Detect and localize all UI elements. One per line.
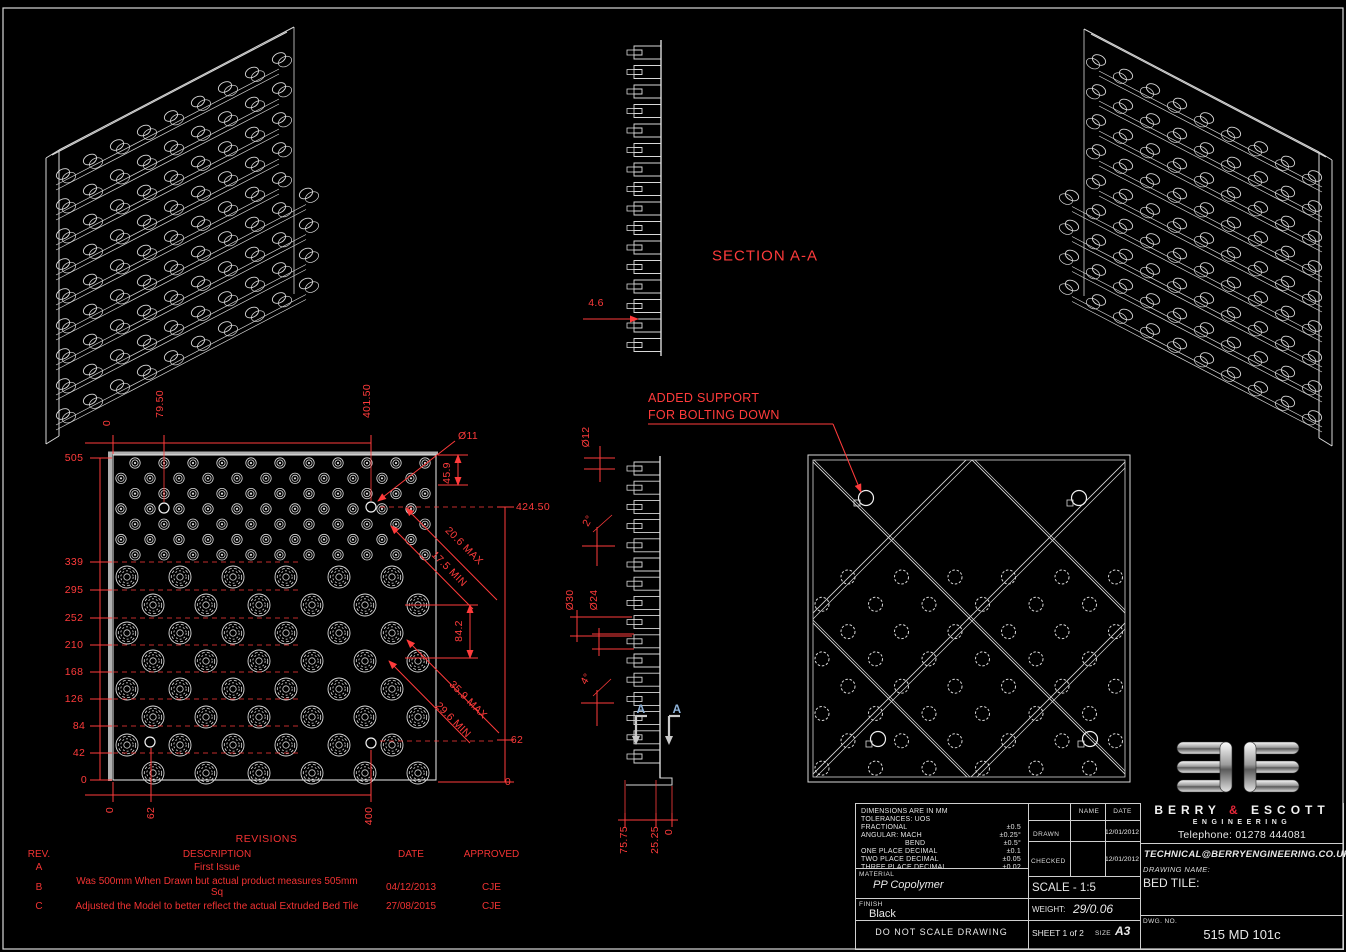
dwg-no-value: 515 MD 101c: [1203, 927, 1281, 942]
date-column-header: DATE: [1113, 808, 1132, 815]
tolerance-text: ±0.5: [1006, 824, 1021, 831]
revision-cell: A: [35, 862, 43, 873]
title-block-border: [1140, 803, 1141, 950]
title-block-border: [1105, 803, 1106, 876]
drawn-label: DRAWN: [1033, 831, 1060, 838]
company-block: BERRY & ESCOTT ENGINEERING Telephone: 01…: [1140, 803, 1344, 841]
weight-label: WEIGHT:: [1032, 905, 1066, 914]
title-block-border: [855, 949, 1344, 950]
company-subtitle: ENGINEERING: [1192, 819, 1292, 826]
tolerance-row: ANGULAR: MACH ±0.25°: [861, 832, 1021, 840]
drawing-name-label: DRAWING NAME:: [1143, 865, 1211, 874]
front-view: [108, 451, 438, 785]
company-email: TECHNICAL@BERRYENGINEERING.CO.UK: [1144, 849, 1346, 860]
tolerance-text: ±0.5°: [1003, 840, 1021, 847]
checked-date: 12/01/2012: [1105, 856, 1140, 863]
finish-label: FINISH: [859, 901, 883, 908]
revision-cell: 27/08/2015: [385, 901, 437, 912]
tolerance-text: ±0.02: [1003, 864, 1021, 872]
tolerance-row: FRACTIONAL ±0.5: [861, 824, 1021, 832]
dimension-lines: [85, 315, 862, 827]
title-block-border: [1070, 803, 1071, 876]
tolerance-row: TWO PLACE DECIMAL ±0.05: [861, 856, 1021, 864]
revision-row: C Adjusted the Model to better reflect th…: [8, 901, 525, 912]
title-block-border: [855, 920, 1140, 921]
title-block-border: [1343, 803, 1344, 950]
tolerance-row: ONE PLACE DECIMAL ±0.1: [861, 848, 1021, 856]
title-block-border: [855, 803, 1140, 804]
company-logo: [1176, 741, 1300, 793]
company-name-right: ESCOTT: [1251, 803, 1330, 817]
tolerance-row: BEND ±0.5°: [861, 840, 1021, 848]
title-block-border: [855, 868, 1028, 869]
size-label: SIZE: [1095, 930, 1112, 937]
dims-note: DIMENSIONS ARE IN MM: [861, 808, 948, 815]
revision-cell: CJE: [482, 901, 501, 912]
material-label: MATERIAL: [859, 871, 895, 878]
tolerance-text: ±0.25°: [999, 832, 1021, 839]
tolerance-text: FRACTIONAL: [861, 824, 908, 831]
revision-table: REVISIONS REV. DESCRIPTION DATE APPROVED A Fi…: [8, 833, 525, 915]
revision-cell: REV.: [27, 849, 51, 860]
revision-cell: B: [35, 881, 43, 893]
dwg-no-label: DWG. NO.: [1143, 918, 1178, 925]
weight-value: 29/0.06: [1073, 902, 1114, 916]
title-block-border: [1028, 841, 1140, 842]
material-value: PP Copolymer: [873, 879, 944, 891]
revision-row: B Was 500mm When Drawn but actual product…: [8, 876, 525, 898]
isometric-view-right: [1059, 28, 1333, 447]
rear-view: [807, 454, 1131, 783]
finish-value: Black: [869, 908, 896, 920]
size-value: A3: [1115, 924, 1131, 938]
title-block-border: [855, 803, 856, 950]
do-not-scale-note: DO NOT SCALE DRAWING: [875, 927, 1008, 937]
revision-cell: Adjusted the Model to better reflect the…: [75, 901, 359, 912]
scale-text: SCALE - 1:5: [1032, 882, 1096, 894]
company-name: BERRY & ESCOTT: [1140, 803, 1344, 817]
tolerance-block: DIMENSIONS ARE IN MM TOLERANCES: UOS FRA…: [861, 808, 1021, 872]
revision-cell: First Issue: [193, 862, 241, 873]
company-name-left: BERRY: [1154, 803, 1221, 817]
tolerance-text: ANGULAR: MACH: [861, 832, 922, 839]
tolerance-note: TOLERANCES: UOS: [861, 816, 931, 823]
revision-row: REV. DESCRIPTION DATE APPROVED: [8, 849, 525, 860]
company-ampersand: &: [1229, 803, 1243, 817]
side-view-profile: [626, 456, 680, 786]
drawn-date: 12/01/2012: [1105, 829, 1140, 836]
company-telephone: Telephone: 01278 444081: [1177, 829, 1307, 841]
isometric-view-left: [45, 26, 319, 445]
title-block-border: [855, 898, 1140, 899]
tolerance-text: ±0.05: [1002, 856, 1021, 863]
tolerance-row: THREE PLACE DECIMAL ±0.02: [861, 864, 1021, 872]
checked-label: CHECKED: [1031, 858, 1066, 865]
title-block-border: [1140, 843, 1344, 844]
revision-cell: CJE: [482, 881, 501, 893]
logo-monogram: [1176, 741, 1300, 793]
revision-table-title: REVISIONS: [235, 833, 298, 845]
name-column-header: NAME: [1078, 808, 1100, 815]
tolerance-text: TWO PLACE DECIMAL: [861, 856, 939, 863]
revision-cell: DESCRIPTION: [182, 849, 252, 860]
revision-cell: APPROVED: [463, 849, 520, 860]
section-aa-profile: [626, 40, 662, 356]
title-block-border: [1140, 915, 1344, 916]
title-block: DIMENSIONS ARE IN MM TOLERANCES: UOS FRA…: [855, 741, 1346, 950]
title-block-border: [1028, 820, 1140, 821]
revision-row: A First Issue: [8, 862, 525, 873]
title-block-border: [1028, 876, 1140, 877]
sheet-text: SHEET 1 of 2: [1032, 928, 1084, 938]
revision-cell: 04/12/2013: [385, 881, 437, 893]
drawing-name-value: BED TILE:: [1143, 876, 1200, 890]
tolerance-text: BEND: [905, 840, 926, 847]
tolerance-text: ±0.1: [1006, 848, 1021, 855]
tolerance-text: THREE PLACE DECIMAL: [861, 864, 947, 872]
revision-cell: C: [35, 901, 43, 912]
revision-cell: DATE: [398, 849, 424, 860]
revision-cell: Was 500mm When Drawn but actual product …: [76, 876, 358, 898]
tolerance-text: ONE PLACE DECIMAL: [861, 848, 938, 855]
